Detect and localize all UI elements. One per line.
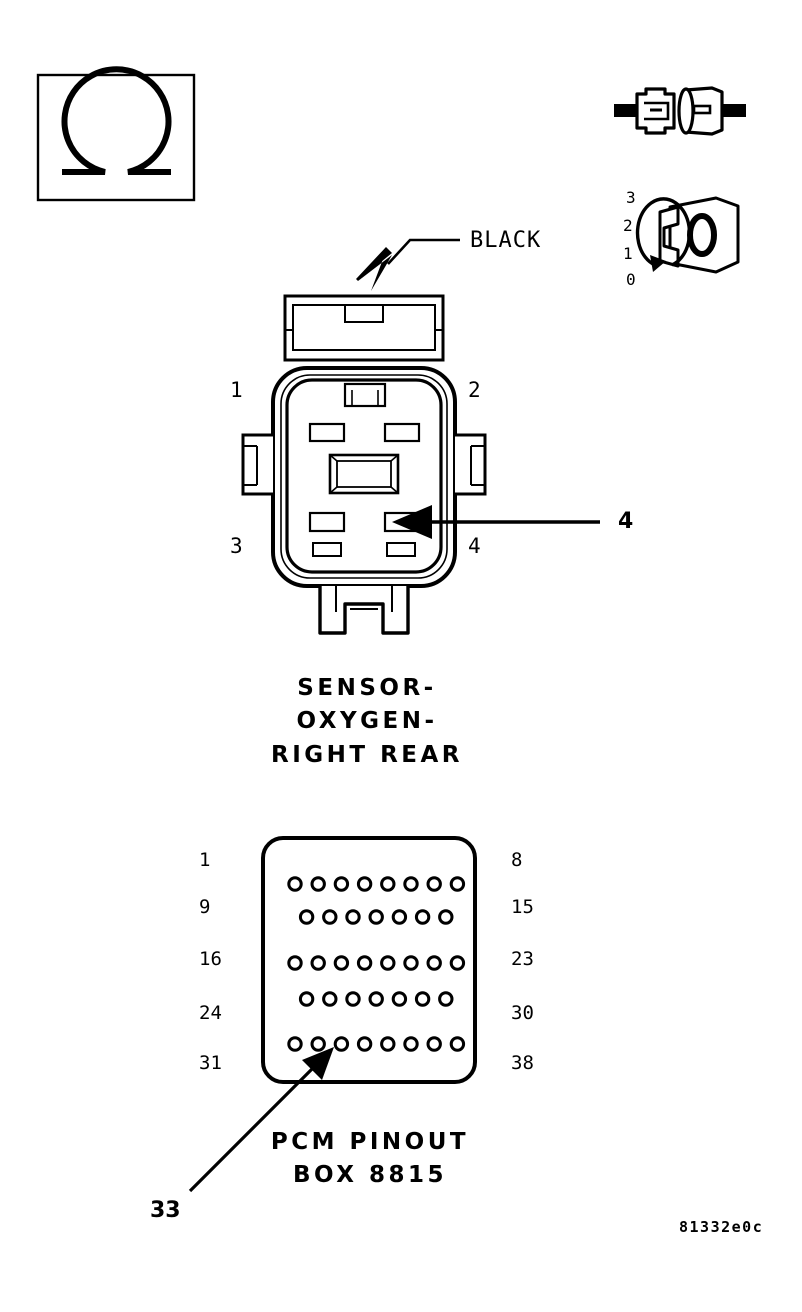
pcm-pin: [298, 909, 315, 925]
connector-pin-label-2: 2: [468, 378, 481, 402]
pcm-pin: [310, 876, 326, 892]
keyed-connector-pos-2: 2: [623, 216, 633, 235]
omega-symbol-box: [36, 66, 196, 202]
pcm-pin: [345, 991, 361, 1007]
connector-pin-label-1: 1: [230, 378, 243, 402]
pcm-pin: [391, 909, 408, 925]
pcm-pin: [287, 876, 303, 892]
pinout-row-label-right-23: 23: [511, 948, 534, 970]
pcm-pin: [391, 991, 408, 1007]
pcm-pin: [356, 876, 373, 892]
pinout-row-label-right-15: 15: [511, 896, 534, 918]
pinout-row-label-left-16: 16: [199, 948, 222, 970]
pcm-pin: [426, 1036, 442, 1052]
pinout-row-label-left-1: 1: [199, 849, 211, 871]
keyed-connector-pos-0: 0: [626, 270, 636, 289]
pinout-caption-line-2: BOX 8815: [292, 1162, 448, 1189]
black-color-label: BLACK: [470, 228, 542, 253]
pcm-pin: [414, 909, 431, 925]
pcm-pin: [356, 1036, 373, 1052]
callout-33-label: 33: [150, 1198, 181, 1223]
pcm-pin: [333, 955, 350, 971]
pcm-pin: [403, 955, 419, 971]
pinout-row-label-left-31: 31: [199, 1052, 222, 1074]
callout-4-label: 4: [618, 509, 634, 534]
pcm-pin: [438, 909, 454, 925]
pcm-pin: [380, 955, 396, 971]
pcm-pin: [322, 991, 338, 1007]
pcm-pin: [333, 1036, 350, 1052]
pcm-pin: [426, 955, 442, 971]
pcm-pin: [333, 876, 350, 892]
pcm-pin: [368, 991, 384, 1007]
pcm-pin: [298, 991, 315, 1007]
pinout-row-label-right-30: 30: [511, 1002, 534, 1024]
pinout-caption-line-1: PCM PINOUT: [270, 1129, 470, 1155]
pcm-pin: [310, 955, 326, 971]
pcm-pin: [403, 876, 419, 892]
pinout-row-label-left-24: 24: [199, 1002, 222, 1024]
pcm-pin: [449, 876, 466, 892]
pcm-pin: [356, 955, 373, 971]
keyed-connector-pos-3: 3: [626, 188, 636, 207]
sensor-caption-line-2: OXYGEN-: [296, 708, 438, 735]
pinout-row-label-left-9: 9: [199, 896, 211, 918]
pcm-pin: [310, 1036, 326, 1052]
pinout-row-label-right-38: 38: [511, 1052, 534, 1074]
sensor-caption-line-1: SENSOR-: [297, 675, 437, 701]
sensor-caption: SENSOR- OXYGEN- RIGHT REAR: [187, 672, 547, 772]
pcm-pin: [287, 955, 303, 971]
pcm-pin: [345, 909, 361, 925]
pcm-pin-grid: [287, 876, 466, 1052]
callout-4-arrow: [392, 505, 600, 539]
pcm-pin: [449, 955, 466, 971]
black-label-leader: [356, 238, 460, 291]
pcm-pin: [322, 909, 338, 925]
pcm-pin: [368, 909, 384, 925]
pcm-pin: [438, 991, 454, 1007]
pcm-pin: [380, 1036, 396, 1052]
connector-pin-label-3: 3: [230, 534, 243, 558]
pcm-pin: [449, 1036, 466, 1052]
pcm-pin: [426, 876, 442, 892]
sensor-caption-line-3: RIGHT REAR: [270, 741, 464, 768]
pcm-pin: [403, 1036, 419, 1052]
pcm-pin: [380, 876, 396, 892]
pinout-row-label-right-8: 8: [511, 849, 523, 871]
connector-pin-label-4: 4: [468, 534, 481, 558]
oxygen-sensor-connector: [241, 294, 487, 635]
pcm-pin: [287, 1036, 303, 1052]
callout-33-arrow: [188, 1047, 334, 1193]
pinout-caption: PCM PINOUT BOX 8815: [190, 1126, 550, 1193]
connector-pair-icon: [614, 86, 746, 136]
keyed-connector-pos-1: 1: [623, 244, 633, 263]
pcm-pin: [414, 991, 431, 1007]
keyed-connector-icon: [635, 196, 740, 274]
figure-code: 81332e0c: [679, 1218, 764, 1236]
